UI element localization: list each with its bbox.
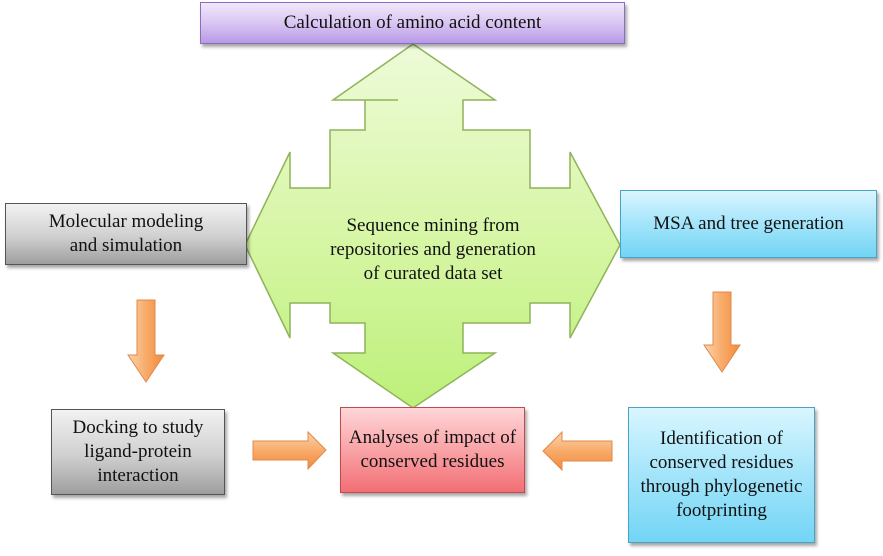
node-msa-tree-generation: MSA and tree generation <box>620 190 877 258</box>
node-label-line: Molecular modeling <box>48 211 204 232</box>
center-line-1: Sequence mining from <box>346 215 520 236</box>
node-docking: Docking to study ligand-protein interact… <box>51 409 225 495</box>
node-label-line: interaction <box>97 465 179 486</box>
node-label-line: footprinting <box>676 500 767 521</box>
arrow-modeling-to-docking <box>127 299 165 383</box>
center-line-3: of curated data set <box>363 263 503 284</box>
node-analyses: Analyses of impact of conserved residues <box>340 407 525 493</box>
node-label-line: Docking to study <box>72 417 204 438</box>
node-identification: Identification of conserved residues thr… <box>628 407 815 543</box>
node-label-line: conserved residues <box>649 452 794 473</box>
node-label-line: and simulation <box>69 235 183 256</box>
arrow-docking-to-analyses <box>252 430 327 471</box>
node-label-line: ligand-protein <box>84 441 192 462</box>
node-label: MSA and tree generation <box>653 213 844 234</box>
center-node-label: Sequence mining from repositories and ge… <box>318 214 548 286</box>
node-label-line: through phylogenetic <box>640 476 803 497</box>
node-label-line: Analyses of impact of <box>348 427 517 448</box>
node-label-line: conserved residues <box>360 451 505 472</box>
center-line-2: repositories and generation <box>330 239 536 260</box>
arrow-msa-to-identification <box>703 291 741 373</box>
node-label: Calculation of amino acid content <box>283 12 542 33</box>
node-amino-acid-content: Calculation of amino acid content <box>200 2 625 44</box>
arrow-identification-to-analyses <box>542 430 613 472</box>
four-way-arrow <box>244 43 621 409</box>
node-label-line: Identification of <box>660 428 783 449</box>
node-molecular-modeling: Molecular modeling and simulation <box>5 203 247 265</box>
